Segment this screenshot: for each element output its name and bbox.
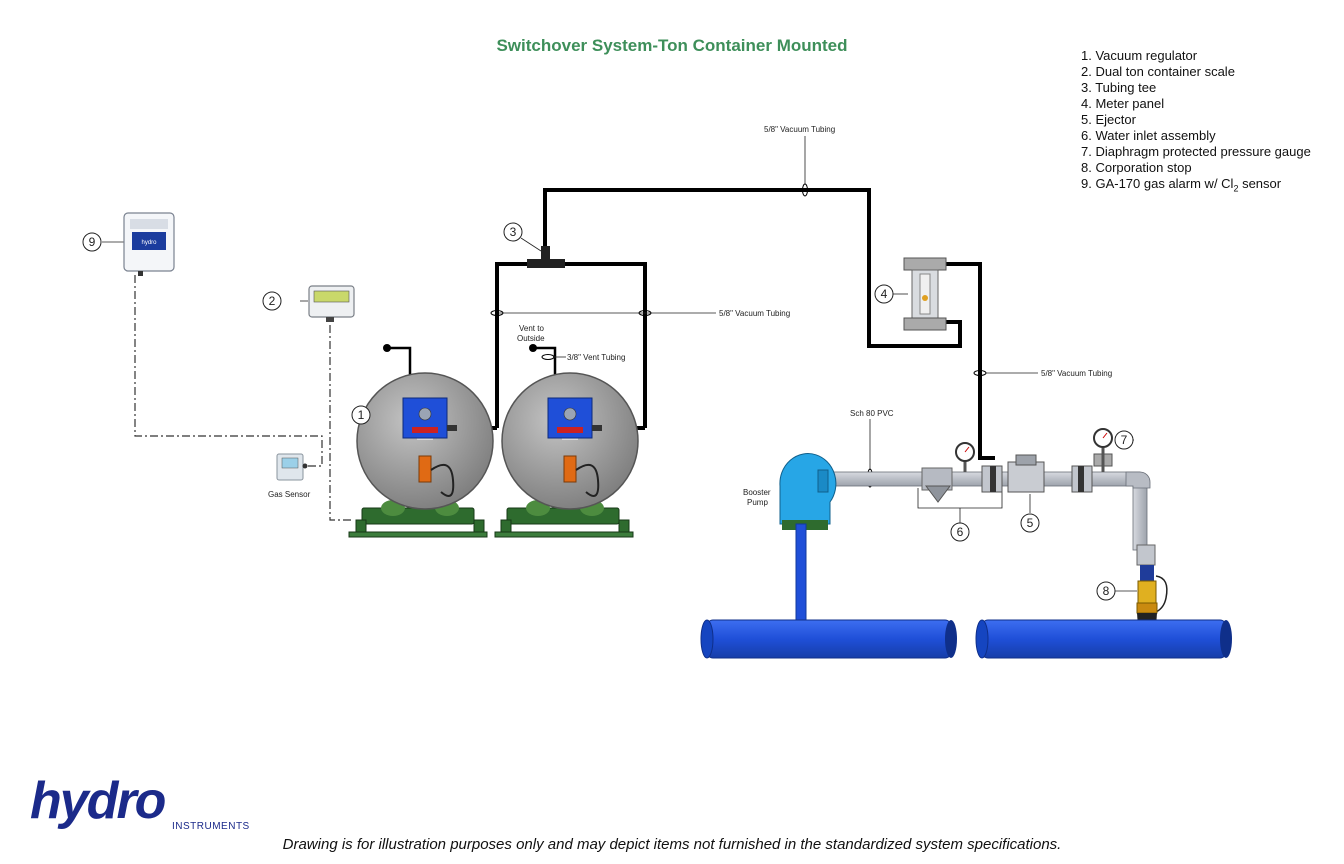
legend-item: 5. Ejector: [1081, 112, 1136, 127]
alarm-wiring: [134, 275, 352, 521]
scale-indicator: [308, 285, 355, 322]
diagram-title: Switchover System-Ton Container Mounted: [496, 36, 848, 55]
pvc-water-line: [819, 471, 1156, 566]
component-legend: 1. Vacuum regulator 2. Dual ton containe…: [1081, 48, 1311, 197]
label-pump-line2: Pump: [747, 498, 768, 507]
ton-container-right: [501, 372, 639, 510]
container-heater: [418, 455, 600, 497]
legend-item-gas-alarm: 9. GA-170 gas alarm w/ Cl2 sensor: [1081, 176, 1282, 194]
callout-9: 9: [89, 235, 96, 249]
meter-panel: [903, 257, 947, 331]
label-vacuum-tubing-right: 5/8" Vacuum Tubing: [1041, 369, 1112, 378]
callout-1: 1: [358, 408, 365, 422]
disclaimer: Drawing is for illustration purposes onl…: [282, 836, 1062, 853]
legend-item: 4. Meter panel: [1081, 96, 1165, 111]
callout-6: 6: [957, 525, 964, 539]
label-vent-line2: Outside: [517, 334, 545, 343]
callout-8: 8: [1103, 584, 1110, 598]
label-pvc: Sch 80 PVC: [850, 409, 894, 418]
leader-lines: [102, 136, 1137, 592]
legend-item: 2. Dual ton container scale: [1081, 64, 1235, 79]
label-vacuum-tubing-mid: 5/8" Vacuum Tubing: [719, 309, 790, 318]
ton-container-left: [356, 372, 494, 510]
tubing-tee: [527, 246, 565, 268]
water-inlet-assembly: [921, 465, 1003, 503]
diaphragm-pressure-gauge: [1093, 428, 1113, 472]
gas-alarm-unit: hydro: [123, 212, 175, 276]
callout-5: 5: [1027, 516, 1034, 530]
label-vent-tubing: 3/8" Vent Tubing: [567, 353, 625, 362]
legend-item: 3. Tubing tee: [1081, 80, 1157, 95]
callout-4: 4: [881, 287, 888, 301]
legend-item: 6. Water inlet assembly: [1081, 128, 1216, 143]
label-vacuum-tubing-top: 5/8" Vacuum Tubing: [764, 125, 835, 134]
pressure-gauge-icon: [955, 442, 975, 472]
vacuum-regulator: [547, 397, 602, 439]
label-pump-line1: Booster: [743, 488, 771, 497]
logo-subtext: INSTRUMENTS: [172, 821, 250, 832]
callout-2: 2: [269, 294, 276, 308]
label-gas-sensor: Gas Sensor: [268, 490, 311, 499]
hydro-logo: hydro: [30, 772, 168, 830]
ejector: [1007, 454, 1093, 493]
vent-outlet-icon: [529, 344, 537, 352]
legend-item: 7. Diaphragm protected pressure gauge: [1081, 144, 1311, 159]
vent-outlet-icon: [383, 344, 391, 352]
gas-sensor: [276, 453, 308, 481]
water-mains: [700, 619, 1232, 659]
vacuum-regulator: [402, 397, 457, 439]
label-vent-line1: Vent to: [519, 324, 544, 333]
callout-markers: [82, 222, 1134, 601]
booster-pump: [779, 453, 837, 627]
callout-7: 7: [1121, 433, 1128, 447]
callout-3: 3: [510, 225, 517, 239]
legend-item: 1. Vacuum regulator: [1081, 48, 1198, 63]
logo-wordmark: hydro: [30, 772, 166, 830]
svg-text:hydro: hydro: [141, 240, 157, 246]
legend-item: 8. Corporation stop: [1081, 160, 1192, 175]
